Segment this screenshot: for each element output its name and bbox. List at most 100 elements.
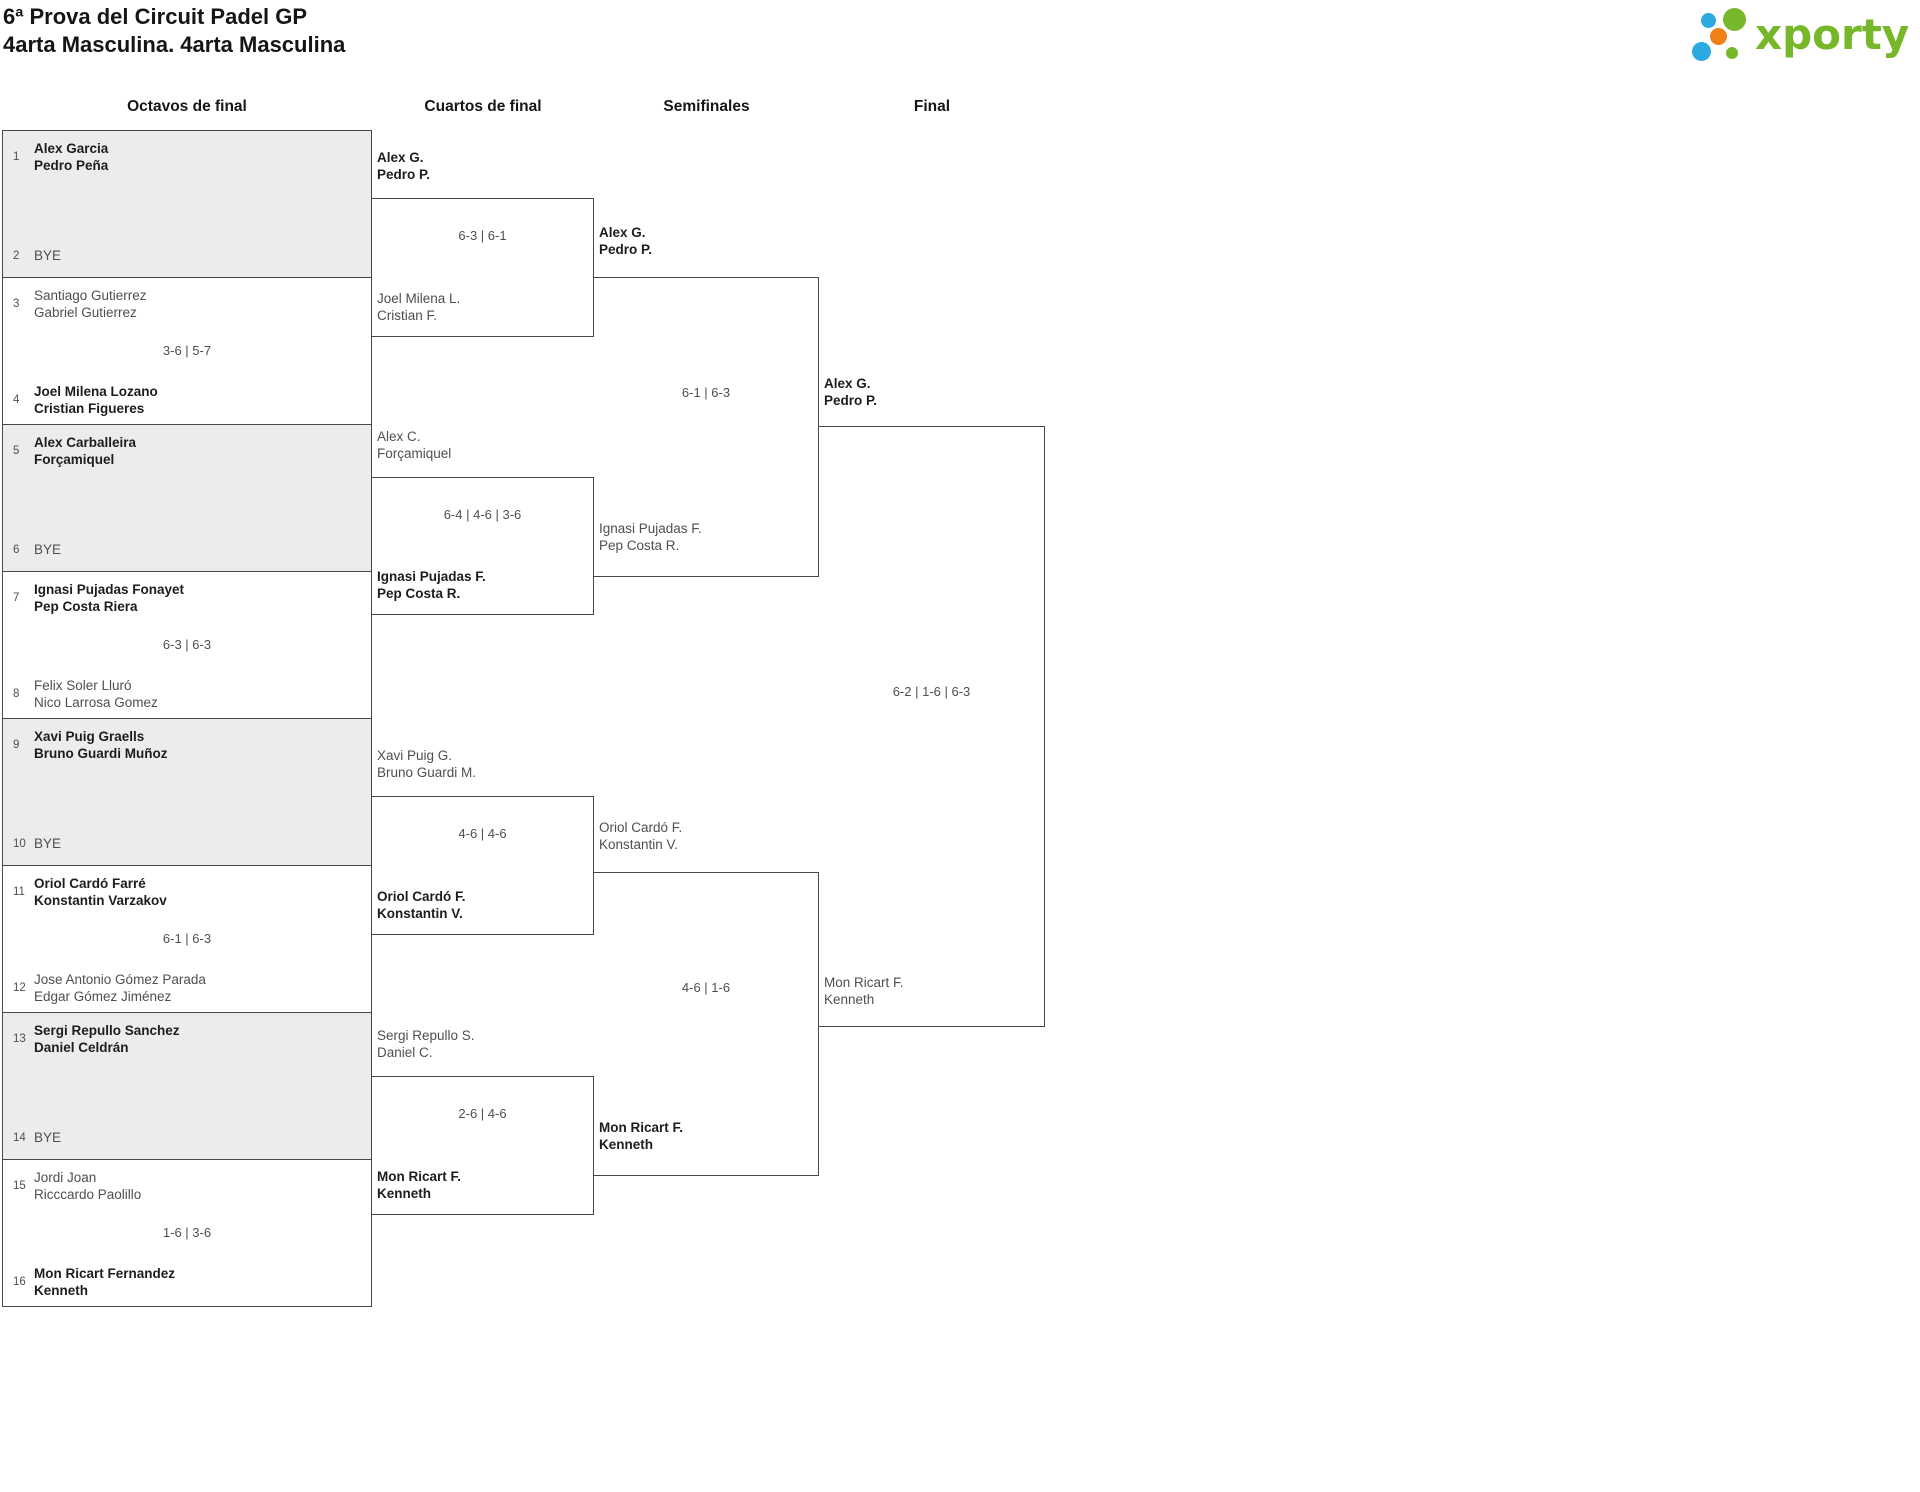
- team-name-line: Edgar Gómez Jiménez: [34, 989, 172, 1004]
- seed-number: 11: [13, 886, 25, 898]
- team-names: Mon Ricart F. Kenneth: [377, 1168, 587, 1202]
- qf-m1-team-bottom[interactable]: Joel Milena L.Cristian F.: [377, 290, 587, 324]
- team-name-line: Oriol Cardó F.: [377, 889, 466, 904]
- team-name-line: BYE: [34, 1130, 62, 1145]
- seed-number: 9: [13, 739, 20, 751]
- round-header-3: Semifinales: [663, 98, 750, 115]
- team-names: Alex C.Forçamiquel: [377, 428, 587, 462]
- team-name-line: Kenneth: [34, 1283, 88, 1298]
- team-name-line: Xavi Puig G.: [377, 748, 453, 763]
- team-names: BYE: [34, 541, 365, 558]
- xporty-logo[interactable]: xporty: [1690, 0, 1920, 70]
- team-name-line: Mon Ricart F.: [824, 975, 904, 990]
- team-name-line: Pedro Peña: [34, 158, 109, 173]
- team-name-line: Mon Ricart F.: [599, 1120, 684, 1135]
- seed-number: 6: [13, 543, 20, 556]
- team-names: Sergi Repullo S.Daniel C.: [377, 1027, 587, 1061]
- team-names: Alex G.Pedro P.: [377, 149, 587, 183]
- qf-m4-team-bottom[interactable]: Mon Ricart F. Kenneth: [377, 1168, 587, 1202]
- page-title: 6ª Prova del Circuit Padel GP 4arta Masc…: [3, 3, 345, 59]
- seed-number: 1: [13, 151, 20, 163]
- team-names: BYE: [34, 835, 365, 852]
- round-header-4: Final: [913, 98, 951, 115]
- category-subtitle: 4arta Masculina. 4arta Masculina: [3, 32, 346, 57]
- team-name-line: Sergi Repullo S.: [377, 1028, 475, 1043]
- r16-m3-team-bottom-bye: 6 BYE: [8, 541, 365, 558]
- seed-number: 14: [13, 1131, 26, 1144]
- match-score: 6-2 | 1-6 | 6-3: [892, 684, 971, 699]
- team-name-line: Alex Garcia: [34, 141, 109, 156]
- match-score: 6-4 | 4-6 | 3-6: [443, 507, 522, 522]
- team-name-line: Forçamiquel: [34, 452, 115, 467]
- team-name-line: Kenneth: [377, 1186, 431, 1201]
- team-name-line: Santiago Gutierrez: [34, 288, 147, 303]
- team-name-line: Bruno Guardi M.: [377, 765, 477, 780]
- match-score: 6-3 | 6-3: [162, 637, 212, 652]
- team-name-line: Mon Ricart F.: [377, 1169, 462, 1184]
- team-name-line: Oriol Cardó Farré: [34, 876, 146, 891]
- team-name-line: Cristian F.: [377, 308, 438, 323]
- qf-m3-team-top[interactable]: Xavi Puig G. Bruno Guardi M.: [377, 747, 587, 781]
- team-name-line: Konstantin V.: [599, 837, 679, 852]
- team-names: BYE: [34, 1129, 365, 1146]
- team-name-line: Alex Carballeira: [34, 435, 137, 450]
- f-m1-team-bottom[interactable]: Mon Ricart F.Kenneth: [824, 974, 1038, 1008]
- team-name-line: Mon Ricart Fernandez: [34, 1266, 176, 1281]
- seed-number: 5: [13, 445, 20, 457]
- qf-m2-team-top[interactable]: Alex C.Forçamiquel: [377, 428, 587, 462]
- team-name-line: Pedro P.: [599, 242, 653, 257]
- seed-number: 10: [13, 837, 26, 850]
- r16-m5-team-bottom-bye: 10 BYE: [8, 835, 365, 852]
- sf-m1-team-bottom[interactable]: Ignasi Pujadas F.Pep Costa R.: [599, 520, 812, 554]
- team-name-line: Xavi Puig Graells: [34, 729, 145, 744]
- seed-number: 8: [13, 688, 20, 700]
- team-names: Alex G.Pedro P.: [824, 375, 1038, 409]
- f-m1-team-top[interactable]: Alex G.Pedro P.: [824, 375, 1038, 409]
- logo-dot-icon: [1710, 28, 1727, 45]
- team-name-line: Ignasi Pujadas F.: [377, 569, 486, 584]
- logo-dot-icon: [1692, 42, 1711, 61]
- team-name-line: Oriol Cardó F.: [599, 820, 683, 835]
- tournament-title: 6ª Prova del Circuit Padel GP: [3, 4, 308, 29]
- sf-m2-team-top[interactable]: Oriol Cardó F. Konstantin V.: [599, 819, 812, 853]
- team-name-line: BYE: [34, 248, 62, 263]
- qf-m1-team-top[interactable]: Alex G.Pedro P.: [377, 149, 587, 183]
- sf-m1-team-top[interactable]: Alex G.Pedro P.: [599, 224, 812, 258]
- team-names: Oriol Cardó F. Konstantin V.: [599, 819, 812, 853]
- team-names: Xavi Puig G. Bruno Guardi M.: [377, 747, 587, 781]
- qf-m2-team-bottom[interactable]: Ignasi Pujadas F.Pep Costa R.: [377, 568, 587, 602]
- team-name-line: Jordi Joan: [34, 1170, 97, 1185]
- qf-m4-team-top[interactable]: Sergi Repullo S.Daniel C.: [377, 1027, 587, 1061]
- qf-m3-team-bottom[interactable]: Oriol Cardó F. Konstantin V.: [377, 888, 587, 922]
- team-name-line: Kenneth: [599, 1137, 653, 1152]
- match-score: 4-6 | 4-6: [458, 826, 507, 841]
- sf-m2-team-bottom[interactable]: Mon Ricart F. Kenneth: [599, 1119, 812, 1153]
- team-name-line: Konstantin V.: [377, 906, 463, 921]
